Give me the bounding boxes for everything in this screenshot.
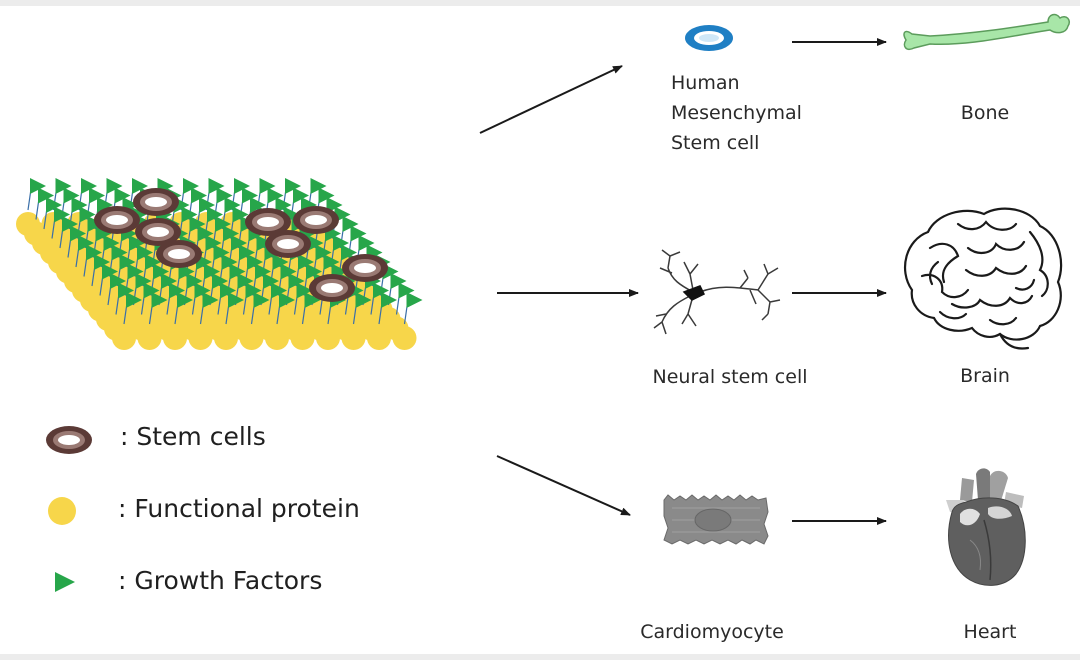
growth-factor bbox=[75, 235, 94, 268]
stem-cell bbox=[293, 206, 339, 234]
growth-factor bbox=[91, 254, 110, 287]
legend-protein-icon bbox=[48, 497, 76, 525]
protein-dot bbox=[316, 326, 340, 350]
bone-label: Bone bbox=[960, 102, 1010, 124]
growth-factor bbox=[174, 292, 193, 325]
protein-dot bbox=[341, 326, 366, 350]
brain-icon bbox=[903, 207, 1063, 350]
growth-factor bbox=[115, 282, 134, 315]
legend-growth-factors-label: : Growth Factors bbox=[118, 566, 323, 595]
cardio-label: Cardiomyocyte bbox=[640, 621, 784, 643]
stem-cell-group bbox=[94, 188, 388, 302]
stem-cell bbox=[133, 188, 179, 216]
scaffold bbox=[16, 178, 423, 350]
growth-factor bbox=[301, 292, 321, 325]
arrow-to-msc bbox=[479, 65, 623, 134]
growth-factor bbox=[107, 273, 126, 306]
growth-factor bbox=[395, 282, 415, 315]
growth-factor bbox=[123, 292, 142, 325]
stem-cell bbox=[94, 206, 140, 234]
growth-factor bbox=[199, 292, 219, 325]
msc-cell-icon bbox=[685, 25, 733, 51]
growth-factor bbox=[99, 263, 118, 296]
legend-growth-factor-icon bbox=[55, 572, 75, 592]
growth-factor bbox=[67, 225, 86, 258]
growth-factor bbox=[140, 282, 160, 315]
growth-factor bbox=[191, 282, 211, 315]
legend-stem-cells-label: : Stem cells bbox=[120, 422, 266, 451]
protein-dot bbox=[265, 326, 289, 350]
legend-protein-label: : Functional protein bbox=[118, 494, 360, 523]
growth-factor bbox=[352, 292, 372, 325]
growth-factor bbox=[51, 206, 70, 239]
heart-label: Heart bbox=[963, 621, 1017, 643]
growth-factor bbox=[225, 292, 244, 325]
protein-dot bbox=[214, 326, 238, 350]
stem-cell bbox=[245, 208, 291, 236]
protein-dot bbox=[188, 326, 213, 350]
growth-factor bbox=[242, 282, 262, 315]
growth-factor bbox=[268, 282, 287, 315]
neural-label: Neural stem cell bbox=[652, 366, 808, 388]
growth-factor bbox=[293, 282, 313, 315]
arrow-to-cardio bbox=[496, 455, 631, 516]
growth-factor bbox=[378, 292, 397, 325]
growth-factor bbox=[27, 178, 46, 211]
bottom-border bbox=[0, 654, 1080, 660]
msc-label: Human Mesenchymal Stem cell bbox=[671, 72, 802, 154]
stem-cell bbox=[342, 254, 388, 282]
protein-dot bbox=[163, 326, 187, 350]
growth-factor bbox=[217, 282, 236, 315]
neuron-icon bbox=[653, 249, 781, 335]
growth-factor bbox=[276, 292, 295, 325]
stem-cell bbox=[309, 274, 355, 302]
growth-factor bbox=[166, 282, 185, 315]
stem-cell bbox=[135, 218, 181, 246]
protein-dot bbox=[112, 326, 136, 350]
top-border bbox=[0, 0, 1080, 6]
stem-cell bbox=[265, 230, 311, 258]
legend-stem-cell-icon bbox=[46, 426, 92, 454]
growth-factor bbox=[370, 282, 389, 315]
bone-icon bbox=[903, 13, 1071, 51]
protein-dot bbox=[239, 326, 264, 350]
growth-factor bbox=[35, 187, 54, 220]
heart-icon bbox=[946, 468, 1026, 586]
stem-cell bbox=[156, 240, 202, 268]
protein-dot bbox=[137, 326, 162, 350]
growth-factor bbox=[250, 292, 270, 325]
growth-factor bbox=[83, 244, 102, 277]
protein-dot bbox=[290, 326, 315, 350]
growth-factor bbox=[43, 197, 62, 230]
protein-dot bbox=[367, 326, 391, 350]
cardiomyocyte-icon bbox=[663, 494, 769, 545]
brain-label: Brain bbox=[960, 365, 1010, 387]
growth-factor bbox=[148, 292, 168, 325]
protein-dot bbox=[392, 326, 417, 350]
growth-factor bbox=[59, 216, 78, 249]
growth-factor bbox=[403, 292, 423, 325]
